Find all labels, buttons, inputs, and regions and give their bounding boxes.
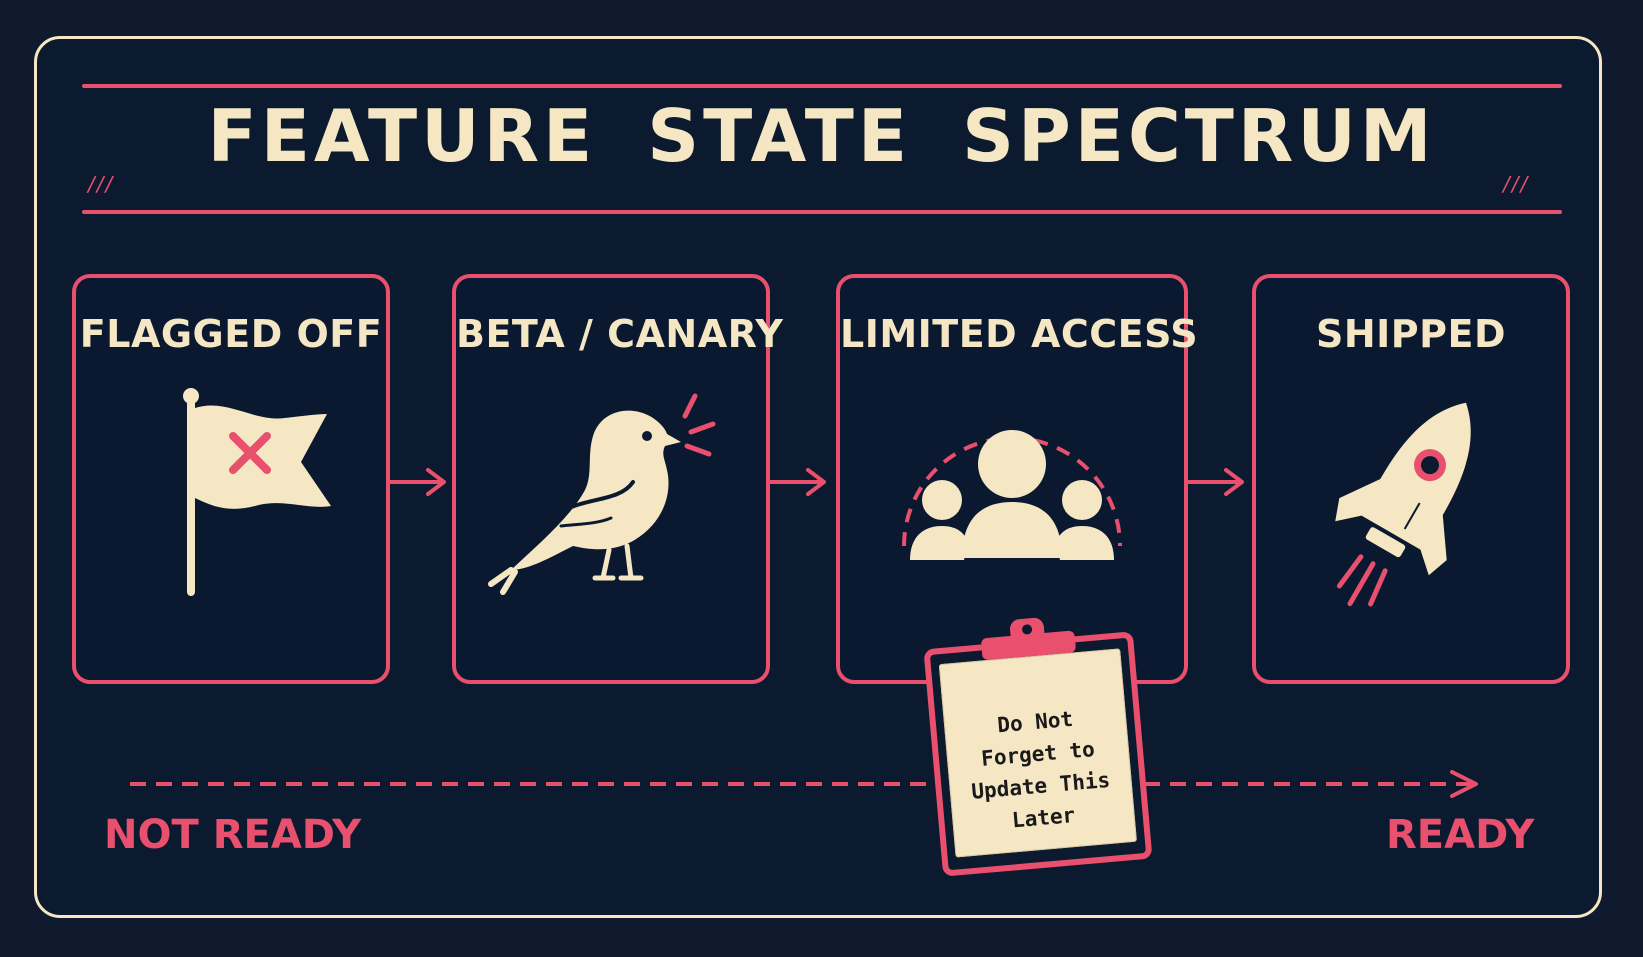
title-rule-bottom [82, 210, 1562, 214]
title-decoration-left: /// [88, 172, 115, 196]
clipboard: Do Not Forget to Update This Later [923, 631, 1153, 877]
flag-off-icon [183, 388, 331, 596]
stage-card-flagged-off: FLAGGED OFF [72, 274, 390, 684]
note-text: Do Not Forget to Update This Later [970, 706, 1112, 833]
title-rule-top [82, 84, 1562, 88]
bird-icon [488, 393, 716, 595]
stage-card-shipped: SHIPPED [1252, 274, 1570, 684]
rocket-icon [1335, 402, 1471, 607]
clipboard-clip-icon [981, 617, 1076, 660]
stage-label: SHIPPED [1315, 312, 1506, 356]
stage-label: FLAGGED OFF [79, 312, 383, 356]
diagram-title: FEATURE STATE SPECTRUM [207, 94, 1436, 178]
stage-card-limited-access: LIMITED ACCESS [836, 274, 1199, 684]
readiness-axis-arrow [130, 770, 1490, 802]
title-decoration-right: /// [1503, 172, 1530, 196]
axis-end-label: READY [1386, 812, 1535, 858]
user-group-icon [902, 430, 1122, 560]
note-paper: Do Not Forget to Update This Later [938, 648, 1137, 858]
stage-label: LIMITED ACCESS [840, 312, 1199, 356]
axis-start-label: NOT READY [104, 812, 362, 858]
stage-label: BETA / CANARY [456, 312, 784, 356]
stage-arrow-1 [388, 464, 450, 504]
sticky-note: Do Not Forget to Update This Later [922, 609, 1153, 877]
stage-card-beta-canary: BETA / CANARY [452, 274, 784, 684]
stage-arrow-2 [768, 464, 830, 504]
stage-arrow-3 [1186, 464, 1248, 504]
